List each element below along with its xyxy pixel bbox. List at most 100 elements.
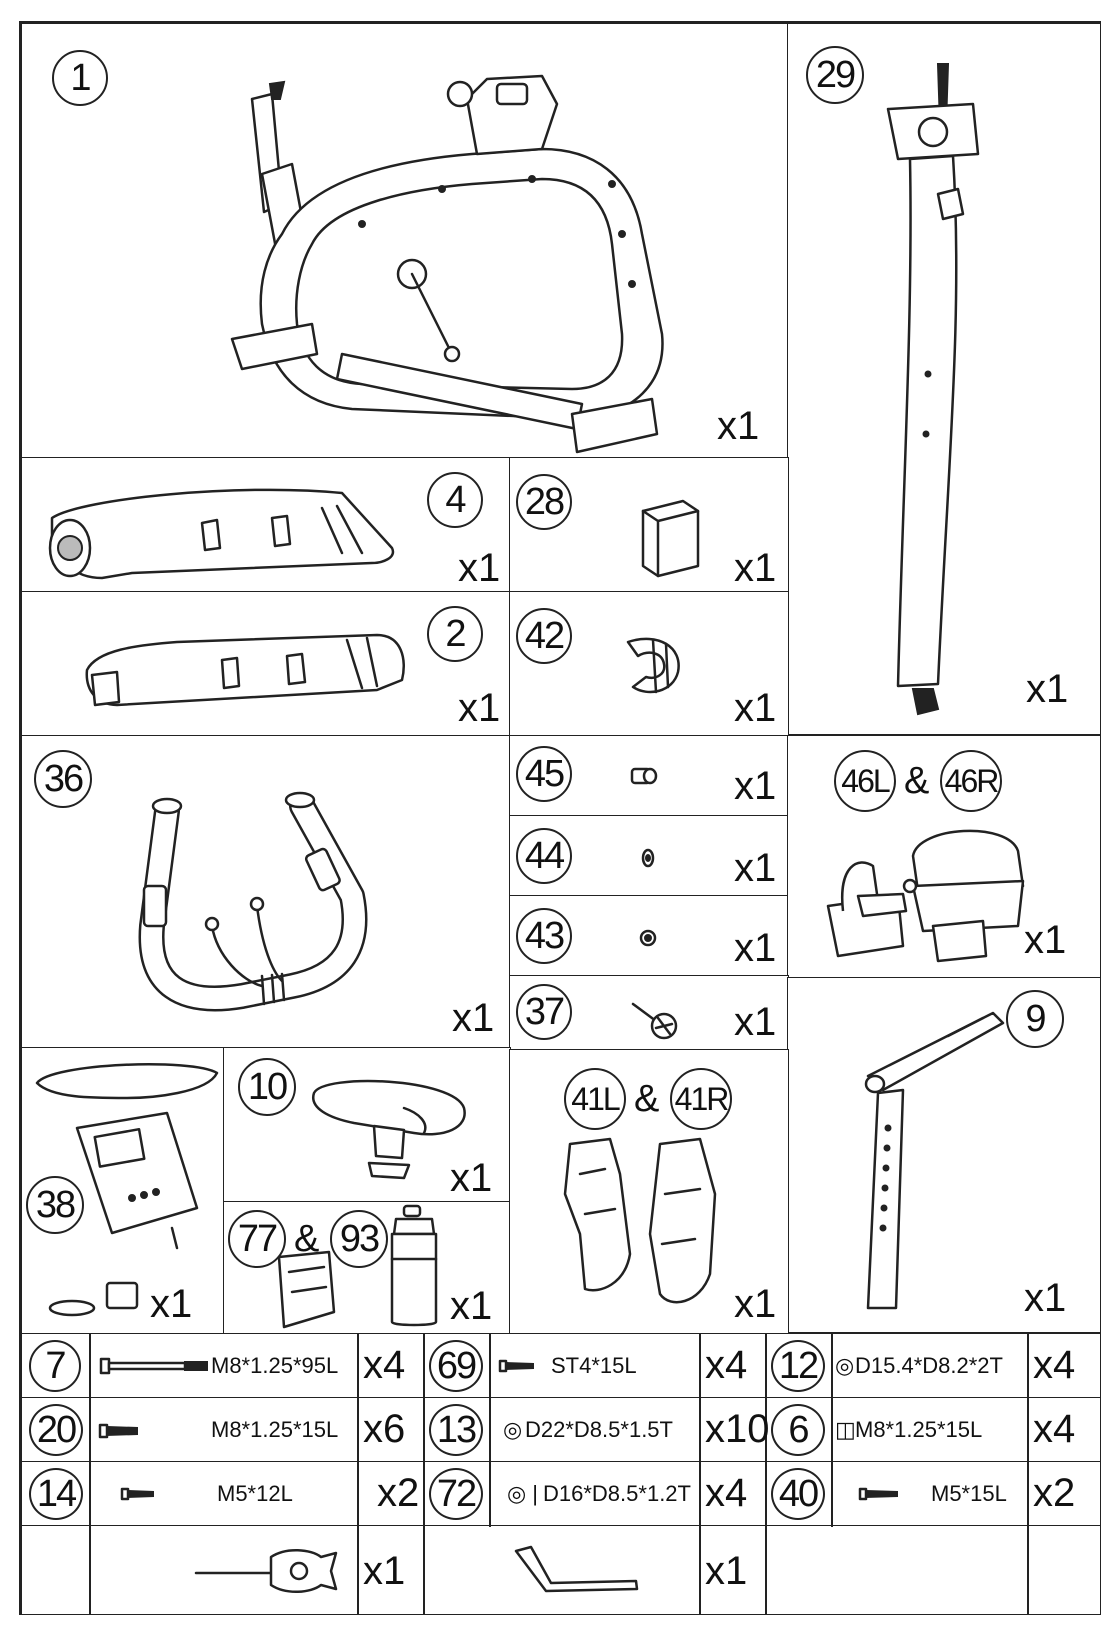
ampersand: &: [634, 1078, 660, 1120]
hw-spec: M8*1.25*95L: [211, 1353, 339, 1378]
part-37-cell: 37 x1: [509, 975, 789, 1051]
part-42-cell: 42 x1: [509, 591, 789, 737]
saddle-icon: [312, 1079, 466, 1180]
part-number: 42: [516, 608, 572, 664]
hw-nut-icon: ◫: [835, 1417, 856, 1442]
hw-number: 13: [429, 1404, 483, 1456]
long-bolt-icon: [99, 1357, 208, 1375]
hw-quantity: x4: [705, 1471, 748, 1515]
tool-quantity: x1: [705, 1549, 748, 1593]
quantity: x1: [450, 1156, 493, 1200]
small-screw-icon: [120, 1487, 154, 1501]
knob-icon: [631, 1002, 678, 1040]
part-1-cell: 1 x1: [21, 23, 789, 459]
part-41-cell: 41L & 41R x1: [509, 1049, 789, 1335]
main-frame-icon: [230, 74, 664, 454]
front-stabilizer-icon: [85, 633, 405, 707]
part-38-cell: 38 x1: [21, 1047, 225, 1335]
part-46-cell: 46L & 46R x1: [787, 735, 1101, 979]
quantity: x1: [734, 926, 777, 970]
hw-number: 69: [429, 1340, 483, 1392]
part-2-cell: 2 x1: [21, 591, 511, 737]
quantity: x1: [1024, 1276, 1067, 1320]
hw-number: 20: [29, 1404, 83, 1456]
quantity: x1: [458, 686, 501, 730]
part-number-right: 46R: [940, 750, 1002, 812]
part-4-cell: 4 x1: [21, 457, 511, 593]
tools-row: [21, 1525, 1101, 1615]
hw-spec: D15.4*D8.2*2T: [855, 1353, 1003, 1378]
hw-spec: D22*D8.5*1.5T: [525, 1417, 673, 1442]
quantity: x1: [717, 404, 760, 448]
parts-sheet: 1 x1 29: [19, 21, 1101, 1615]
quantity: x1: [734, 764, 777, 808]
small-screw-icon: [858, 1487, 898, 1501]
hw-quantity: x10: [705, 1407, 770, 1451]
quantity: x1: [458, 546, 501, 590]
quantity: x1: [450, 1284, 493, 1328]
quantity: x1: [734, 686, 777, 730]
hw-spec: M5*12L: [217, 1481, 293, 1506]
hardware-table: 7 M8*1.25*95L x4 69 ST4*15L x4 12 ◎ D15.…: [21, 1333, 1101, 1615]
part-10-cell: 10 x1: [223, 1047, 511, 1203]
quantity: x1: [1024, 918, 1067, 962]
part-number: 2: [427, 606, 483, 662]
part-number-right: 41R: [670, 1068, 732, 1130]
hw-number: 14: [29, 1468, 83, 1520]
quantity: x1: [734, 846, 777, 890]
hw-quantity: x2: [377, 1471, 420, 1515]
ampersand: &: [904, 760, 930, 802]
part-number: 1: [52, 50, 108, 106]
multi-wrench-icon: [194, 1549, 338, 1593]
clamp-icon: [626, 637, 680, 694]
part-45-cell: 45 x1: [509, 735, 789, 817]
hw-number: 12: [771, 1340, 825, 1392]
part-28-cell: 28 x1: [509, 457, 789, 593]
quantity: x1: [734, 1282, 777, 1326]
allen-key-icon: [514, 1545, 639, 1593]
hw-quantity: x4: [1033, 1407, 1076, 1451]
hw-number: 7: [29, 1340, 81, 1392]
part-number: 44: [516, 828, 572, 884]
part-43-cell: 43 x1: [509, 895, 789, 977]
part-number: 36: [34, 750, 92, 808]
hw-quantity: x6: [363, 1407, 406, 1451]
hw-number: 6: [771, 1404, 825, 1456]
bolt-icon: [98, 1423, 138, 1439]
part-29-cell: 29 x1: [787, 23, 1101, 735]
quantity: x1: [150, 1282, 193, 1326]
end-cap-icon: [641, 499, 700, 578]
quantity: x1: [734, 1000, 777, 1044]
part-number: 37: [516, 984, 572, 1040]
hw-quantity: x4: [363, 1343, 406, 1387]
part-number: 43: [516, 908, 572, 964]
hw-spec: M8*1.25*15L: [855, 1417, 983, 1442]
bushing-icon: [630, 767, 658, 785]
handlebar-icon: [138, 791, 368, 1012]
rear-stabilizer-icon: [48, 488, 395, 580]
hw-spec: M8*1.25*15L: [211, 1417, 339, 1442]
part-number: 4: [427, 472, 483, 528]
upright-post-icon: [886, 63, 980, 716]
water-bottle-icon: [390, 1204, 438, 1327]
quantity: x1: [452, 996, 495, 1040]
part-number: 10: [238, 1058, 296, 1116]
hw-quantity: x2: [1033, 1471, 1076, 1515]
hw-quantity: x4: [1033, 1343, 1076, 1387]
hw-spec: ST4*15L: [551, 1353, 637, 1378]
part-number: 9: [1006, 990, 1064, 1048]
part-number: 45: [516, 746, 572, 802]
hw-number: 72: [429, 1468, 483, 1520]
part-number: 38: [26, 1176, 84, 1234]
quantity: x1: [1026, 667, 1069, 711]
hw-spec: M5*15L: [931, 1481, 1007, 1506]
screw-icon: [498, 1359, 534, 1373]
part-44-cell: 44 x1: [509, 815, 789, 897]
hw-row-3: [21, 1461, 1101, 1527]
part-number: 28: [516, 474, 572, 530]
quantity: x1: [734, 546, 777, 590]
part-number: 29: [806, 46, 864, 104]
part-number-right: 93: [330, 1210, 388, 1268]
covers-icon: [563, 1137, 717, 1304]
nut-icon: [641, 848, 655, 868]
